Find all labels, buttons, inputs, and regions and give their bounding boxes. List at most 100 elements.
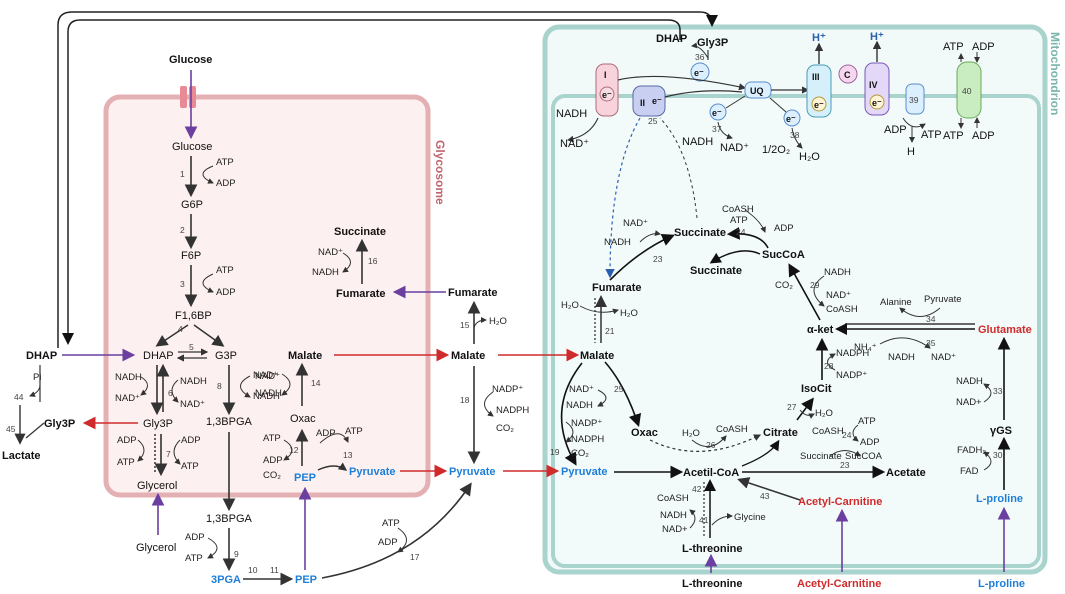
step4-right [193,324,225,347]
atp-13: ATP [345,426,363,437]
enzyme-5: 5 [189,342,194,352]
step8-cof [240,375,251,398]
glucose-external: Glucose [169,54,212,66]
complex-iii-label: III [812,72,820,82]
pep-external: PEP [295,574,317,586]
enzyme-4: 4 [178,324,183,334]
step21-cof [829,450,861,457]
nad-25: NAD⁺ [623,218,648,229]
h2o-24a: H₂O [561,300,579,311]
step15-cof [473,317,487,329]
nadh-41: NADH [660,510,687,521]
pi-43: Pi [33,372,41,383]
lthreonine-external: L-threonine [682,578,743,590]
cytochrome-c [838,64,858,84]
nad-14: NAD⁺ [255,371,280,382]
fumarate-cytosol: Fumarate [448,287,498,299]
atp-12: ATP [263,433,281,444]
enzyme-8: 8 [217,381,222,391]
enzyme-18: 18 [460,395,470,405]
nadh-6a: NADH [115,372,142,383]
g3p: G3P [215,350,237,362]
enzyme-24: 21 [605,326,615,336]
step43-pi [29,384,41,397]
enzyme-25: 23 [653,254,663,264]
step34-cof [899,307,941,317]
complex-ii-succinate-link [659,117,698,219]
atp-23b: ATP [858,416,876,427]
malate-cytosol: Malate [451,350,485,362]
step17-arrow [321,482,472,579]
adp-40a: ADP [972,41,995,53]
succoa-to-succinate [709,250,761,264]
nadpp-18: NADP⁺ [492,384,523,395]
bpga-glycosome: 1,3BPGA [206,416,253,428]
step28-arrow [649,434,762,452]
nadpp-30: NADP⁺ [836,370,867,381]
acetylcarnitine-mito: Acetyl-Carnitine [798,496,882,508]
enzyme-10: 10 [248,565,258,575]
nadh-16: NADH [312,267,339,278]
nadplus-41: NAD+ [662,524,688,535]
enzyme-42: 42 [692,484,702,494]
step23b-cof [852,424,859,442]
electron-c2: e⁻ [652,96,662,106]
enzyme-7: 7 [166,449,171,459]
nadh-31: NADH [824,267,851,278]
acetylcarnitine-external: Acetyl-Carnitine [797,578,881,590]
step29-arrow [796,397,814,421]
nadplus-33: NAD+ [956,397,982,408]
pyruvate-glycosome: Pyruvate [349,466,395,478]
nh4: NH₄⁺ [854,342,877,353]
gly3p-external: Gly3P [44,418,75,430]
complex-ii-label: II [640,98,645,108]
nadph-18: NADPH [496,405,529,416]
g6p: G6P [181,199,203,211]
electron-36: e⁻ [694,68,704,78]
adp-23: ADP [774,223,794,234]
gly3p-mito: Gly3P [697,37,728,49]
step39-cof [902,117,926,130]
nadh-8: NADH [253,391,280,402]
glycerol-external: Glycerol [136,542,176,554]
co2-12: CO₂ [263,470,281,481]
co2-19: CO₂ [571,448,589,459]
step41-cof [689,509,696,529]
oxac-mito: Oxac [631,427,658,439]
adp-40b: ADP [972,130,995,142]
atp-23: ATP [730,215,748,226]
co2-18: CO₂ [496,423,514,434]
glutamate: Glutamate [978,324,1032,336]
coash-42: CoASH [657,493,689,504]
bpga-external: 1,3BPGA [206,513,253,525]
fad: FAD [960,466,979,477]
enzyme-3: 3 [180,279,185,289]
h2o-15: H₂O [489,316,507,327]
c37-to-uq [725,95,746,109]
atp-1: ATP [216,157,234,168]
enzyme-6: 6 [168,388,173,398]
step30-cof [827,353,836,371]
step38-cof [791,127,803,149]
step18-cof [484,391,494,417]
adp-7b: ADP [181,435,201,446]
step7-cof-left [137,439,145,462]
step13-arrow [317,462,348,471]
atp-40a: ATP [943,41,964,53]
lactate: Lactate [2,450,41,462]
fumarate-mito: Fumarate [592,282,642,294]
adp-23b: ADP [860,437,880,448]
shuttle-arrow-inner [62,19,681,345]
enzyme-11: 11 [270,565,279,575]
cytochrome-c-label: C [844,70,851,80]
nadh-14: NADH [255,388,282,399]
nadh-33: NADH [956,376,983,387]
enzyme-39: 39 [909,95,919,105]
step4-left [155,324,189,347]
adp-12: ADP [263,455,283,466]
coash-28: CoASH [716,424,748,435]
uq-to-38 [769,97,787,113]
succinate-glycosome: Succinate [334,226,386,238]
pyruvate-mito: Pyruvate [561,466,607,478]
